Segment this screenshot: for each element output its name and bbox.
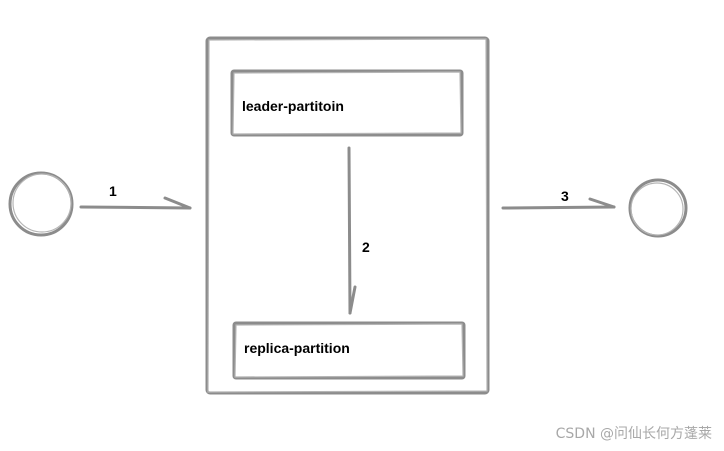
leader-partition-label: leader-partitoin (242, 98, 344, 114)
output-node-circle (628, 178, 688, 238)
replica-partition-box: replica-partition (232, 321, 466, 380)
edge-3-arrow: 3 (501, 188, 616, 210)
leader-partition-box: leader-partitoin (230, 69, 464, 137)
edge-2-label: 2 (362, 239, 370, 255)
input-node-circle (8, 171, 74, 237)
edge-1-arrow: 1 (79, 183, 192, 210)
replica-partition-label: replica-partition (244, 340, 350, 356)
csdn-watermark: CSDN @问仙长何方蓬莱 (555, 426, 712, 442)
edge-2-arrow: 2 (347, 146, 370, 315)
edge-1-label: 1 (109, 183, 117, 199)
container-box (205, 36, 490, 395)
edge-3-label: 3 (561, 188, 569, 204)
